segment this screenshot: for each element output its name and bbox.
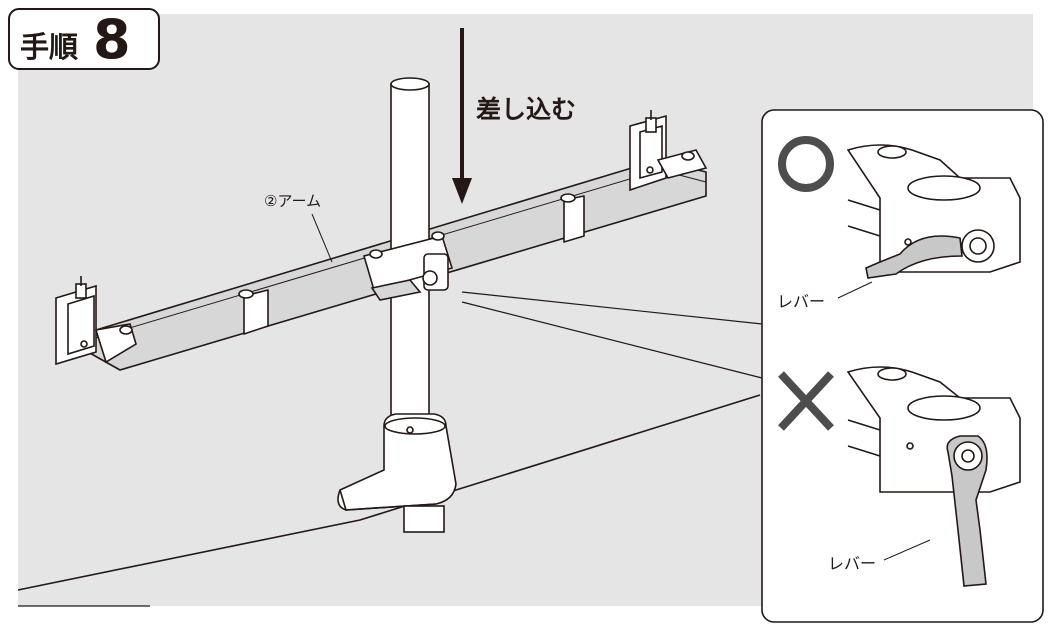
clamp-detail-wrong — [846, 366, 1021, 587]
desk-clamp-base — [337, 413, 457, 533]
clamp-detail-correct — [846, 144, 1021, 279]
step-word: 手順 — [20, 30, 79, 64]
callout-line-bottom — [461, 301, 763, 379]
step-number: 8 — [93, 8, 131, 71]
arm-label: ②アーム — [264, 192, 322, 210]
correct-circle-icon — [778, 136, 834, 192]
step-badge: 手順 8 — [8, 8, 160, 71]
lever-label-correct: レバー — [777, 292, 826, 311]
insert-instruction: 差し込む — [476, 95, 577, 124]
callout-line-top — [461, 291, 763, 325]
lever-label-wrong: レバー — [828, 554, 877, 573]
arm-leader — [311, 213, 333, 263]
pole-clamp — [362, 231, 454, 301]
wrong-cross-icon — [778, 371, 834, 431]
right-mount-bracket — [629, 110, 708, 192]
left-mount-bracket — [55, 276, 137, 366]
desk-edge — [17, 394, 761, 591]
down-arrow-icon — [452, 28, 472, 204]
